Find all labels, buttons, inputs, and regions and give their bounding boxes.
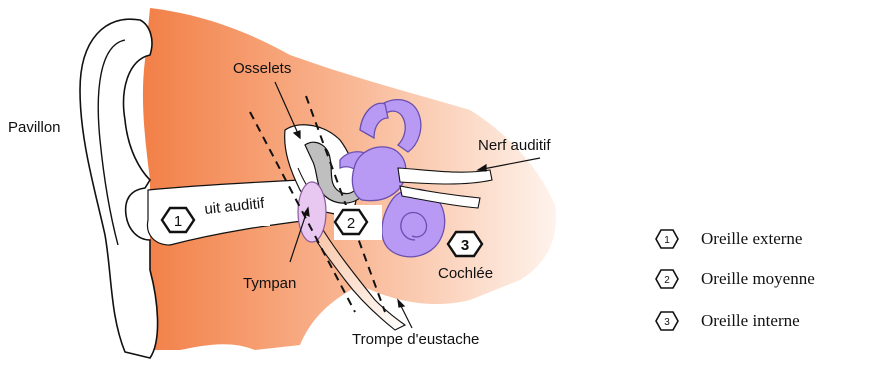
label-pavillon: Pavillon <box>8 119 61 136</box>
label-cochlee: Cochlée <box>438 265 493 282</box>
svg-text:2: 2 <box>347 215 355 232</box>
svg-text:1: 1 <box>174 213 182 230</box>
legend-item-oreille-interne: 3 Oreille interne <box>655 308 875 334</box>
svg-text:3: 3 <box>664 317 670 328</box>
label-trompe: Trompe d'eustache <box>352 331 479 348</box>
label-osselets: Osselets <box>233 60 291 77</box>
legend-marker-1: 1 <box>655 229 679 249</box>
legend-label: Oreille moyenne <box>701 269 815 289</box>
legend-marker-3: 3 <box>655 311 679 331</box>
legend-marker-2: 2 <box>655 269 679 289</box>
label-nerf-auditif: Nerf auditif <box>478 137 551 154</box>
legend-label: Oreille externe <box>701 229 802 249</box>
legend-item-oreille-moyenne: 2 Oreille moyenne <box>655 266 875 292</box>
svg-text:2: 2 <box>664 275 670 286</box>
marker-2: 2 <box>335 210 367 234</box>
marker-1: 1 <box>162 208 194 232</box>
svg-text:1: 1 <box>664 235 670 246</box>
label-tympan: Tympan <box>243 275 296 292</box>
svg-text:3: 3 <box>461 237 469 254</box>
legend-label: Oreille interne <box>701 311 800 331</box>
legend-item-oreille-externe: 1 Oreille externe <box>655 226 875 252</box>
marker-3: 3 <box>448 232 482 256</box>
